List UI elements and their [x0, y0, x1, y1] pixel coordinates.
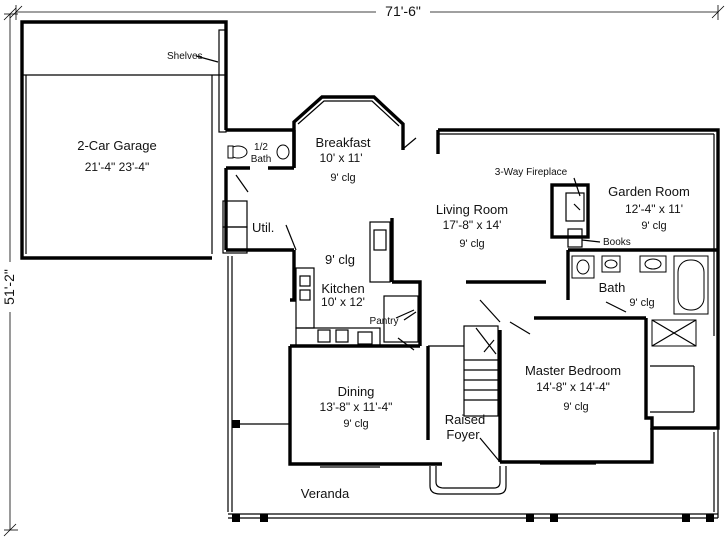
half-bath-sink [276, 144, 290, 160]
dryer [222, 226, 248, 254]
veranda-post [550, 514, 558, 522]
dining-name: Dining [338, 384, 375, 399]
master-name: Master Bedroom [525, 363, 621, 378]
veranda-post [526, 514, 534, 522]
living-room: Living Room 17'-8" x 14' 9' clg [436, 128, 720, 338]
living-size: 17'-8" x 14' [443, 218, 502, 232]
dining-size: 13'-8" x 11'-4" [320, 400, 393, 414]
veranda-post [682, 514, 690, 522]
pantry-label: Pantry [370, 316, 399, 327]
fireplace [550, 183, 590, 239]
master-ceiling: 9' clg [563, 401, 588, 413]
kitchen-size: 10' x 12' [321, 295, 365, 309]
shelves-label: Shelves [167, 51, 203, 62]
kitchen-island [369, 221, 391, 283]
raised-foyer: Raised Foyer [428, 325, 507, 495]
overall-depth-dimension: 51'-2" [1, 7, 18, 537]
master-bedroom: Master Bedroom 14'-8" x 14'-4" 9' clg [498, 316, 720, 465]
veranda-post [706, 514, 714, 522]
breakfast-ceiling: 9' clg [330, 172, 355, 184]
breakfast-size: 10' x 11' [319, 151, 362, 165]
stairs [463, 325, 499, 417]
overall-width-dimension: 71'-6" [9, 3, 725, 20]
garage-size: 21'-4" 23'-4" [85, 160, 149, 174]
overall-width-label: 71'-6" [385, 3, 421, 19]
dining: Dining 13'-8" x 11'-4" 9' clg [288, 344, 442, 468]
overall-depth-label: 51'-2" [1, 269, 17, 305]
veranda-post [260, 514, 268, 522]
bath-ceiling: 9' clg [629, 297, 654, 309]
breakfast: Breakfast 10' x 11' 9' clg [292, 95, 417, 184]
garden-ceiling: 9' clg [641, 220, 666, 232]
master-size: 14'-8" x 14'-4" [536, 380, 610, 394]
books-label: Books [603, 237, 631, 248]
bath-name: Bath [599, 280, 626, 295]
garden-size: 12'-4" x 11' [625, 202, 683, 216]
util-label: Util. [252, 220, 274, 235]
veranda-post [232, 420, 240, 428]
bookshelf [567, 228, 583, 248]
dining-ceiling: 9' clg [343, 418, 368, 430]
veranda-post [232, 514, 240, 522]
garage: Shelves 2-Car Garage 21'-4" 23'-4" [20, 20, 228, 260]
pantry [383, 295, 419, 343]
fireplace-label: 3-Way Fireplace [495, 167, 568, 178]
living-ceiling: 9' clg [459, 238, 484, 250]
kitchen-ceiling: 9' clg [325, 252, 355, 267]
veranda-label: Veranda [301, 486, 350, 501]
garden-name: Garden Room [608, 184, 690, 199]
garage-name: 2-Car Garage [77, 138, 156, 153]
breakfast-name: Breakfast [316, 135, 371, 150]
foyer-label-1: Raised [445, 412, 485, 427]
veranda: Veranda [227, 256, 719, 522]
kitchen: 9' clg Kitchen 10' x 12' Pantry [290, 218, 422, 351]
half-bath-utility: 1/2 Bath Util. [222, 128, 297, 254]
half-bath-label-1: 1/2 [254, 142, 268, 153]
kitchen-name: Kitchen [321, 281, 364, 296]
master-bath: Bath 9' clg [566, 248, 718, 347]
foyer-label-2: Foyer [446, 427, 480, 442]
living-name: Living Room [436, 202, 508, 217]
kitchen-counter-bottom [295, 327, 381, 347]
half-bath-label-2: Bath [251, 154, 272, 165]
garden-room: 3-Way Fireplace Books Garden Room 12'-4"… [495, 167, 690, 248]
kitchen-counter-left [295, 267, 315, 329]
